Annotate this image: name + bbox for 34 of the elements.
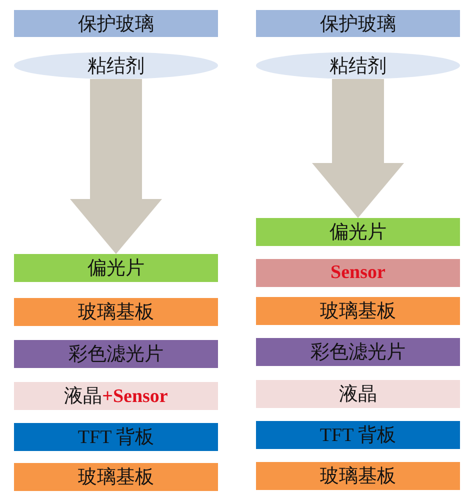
layer-label: 保护玻璃: [78, 12, 154, 36]
layer-label: 彩色滤光片: [310, 341, 406, 365]
block-arrow: [70, 79, 162, 254]
layer-bar: [14, 254, 218, 282]
layer-label: 彩色滤光片: [68, 343, 164, 367]
layer-label: 玻璃基板: [320, 300, 396, 324]
layer-bar: [14, 382, 218, 410]
layer-bar: [14, 423, 218, 451]
layer-bar: [14, 463, 218, 491]
layer-label: 玻璃基板: [320, 465, 396, 489]
layer-label: 粘结剂: [88, 54, 144, 78]
layer-label: 液晶+Sensor: [64, 385, 168, 409]
layer-bar: [14, 340, 218, 368]
layer-label: 液晶: [339, 383, 377, 407]
layer-bar: [256, 10, 460, 37]
layer-bar: [256, 259, 460, 287]
layer-label: Sensor: [330, 262, 386, 284]
layer-bar: [256, 338, 460, 366]
layer-bar: [256, 380, 460, 408]
layer-label: 粘结剂: [330, 54, 386, 78]
layer-label: TFT 背板: [78, 426, 154, 450]
layer-bar: [256, 297, 460, 325]
layer-bar: [256, 218, 460, 246]
layer-label: 偏光片: [330, 221, 386, 245]
layer-label: 玻璃基板: [78, 466, 154, 490]
layer-bar: [256, 462, 460, 490]
layer-bar: [256, 421, 460, 449]
block-arrow: [312, 79, 404, 218]
layer-bar: [14, 298, 218, 326]
layer-label: 玻璃基板: [78, 301, 154, 325]
layer-label: 保护玻璃: [320, 12, 396, 36]
layer-bar: [14, 10, 218, 37]
layer-label: TFT 背板: [320, 424, 396, 448]
layer-label: 偏光片: [88, 257, 144, 281]
